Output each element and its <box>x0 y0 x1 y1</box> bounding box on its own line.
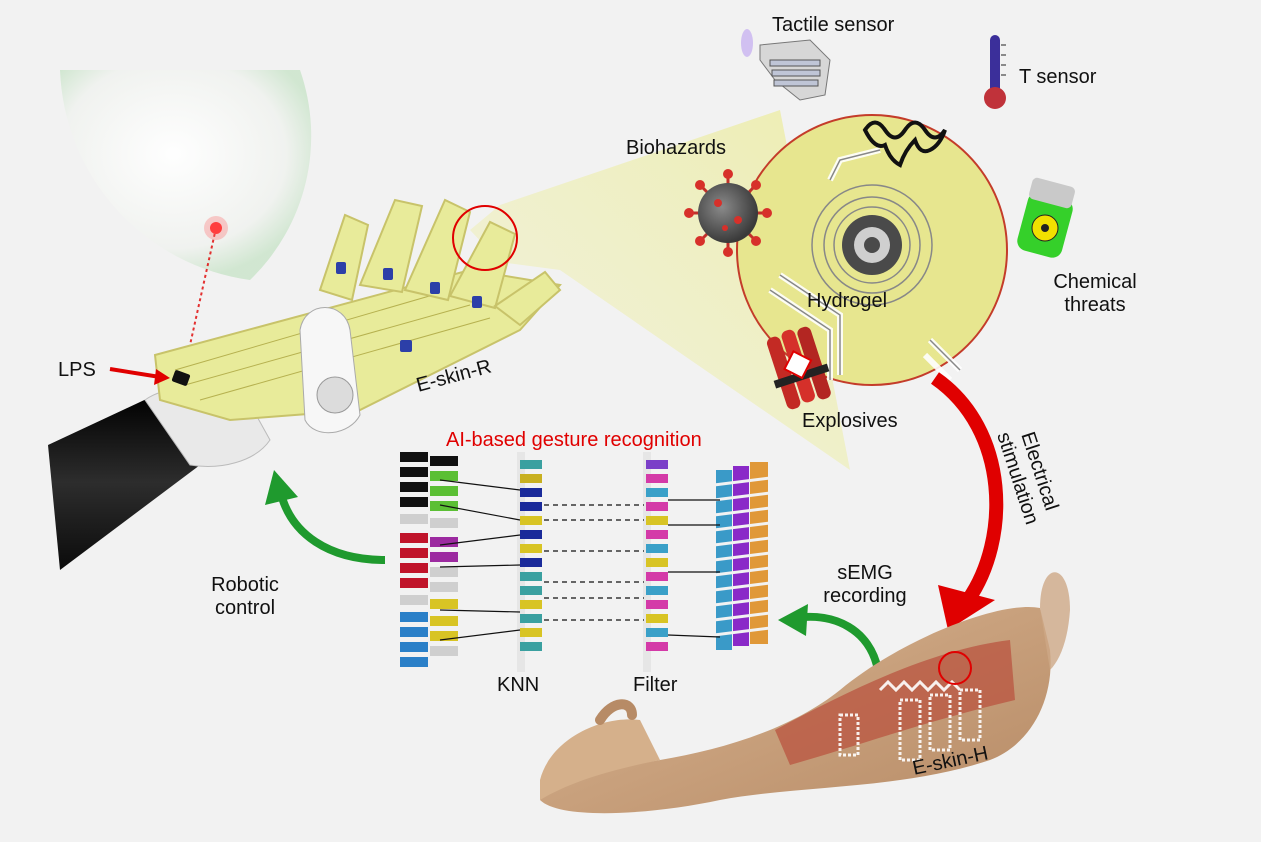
label-lps: LPS <box>58 359 96 381</box>
label-chemical-threats-line1: Chemical <box>1053 271 1137 293</box>
label-robotic-line2: control <box>214 597 276 619</box>
label-chemical-threats: Chemical threats <box>1040 271 1150 317</box>
robotic-control-arrow <box>276 489 386 564</box>
output-feature-stack <box>713 462 771 650</box>
label-ai-gesture-recognition: AI-based gesture recognition <box>446 429 702 451</box>
thermometer-icon <box>984 35 1006 109</box>
electrode-highlight-circle <box>938 651 972 685</box>
stack-connection-lines <box>439 479 721 641</box>
label-semg-recording: sEMG recording <box>805 562 925 608</box>
electrical-stimulation-arrow <box>930 372 1004 605</box>
label-knn: KNN <box>497 674 540 696</box>
label-t-sensor: T sensor <box>1019 66 1097 88</box>
label-chemical-threats-line2: threats <box>1064 294 1126 316</box>
knn-stack <box>517 452 542 672</box>
explosives-icon <box>766 326 831 410</box>
label-explosives: Explosives <box>802 410 898 432</box>
filter-stack <box>643 452 668 672</box>
label-robotic-line1: Robotic <box>211 574 279 596</box>
label-biohazards: Biohazards <box>626 137 727 159</box>
human-arm <box>540 572 1070 814</box>
e-skin-zoom-circle <box>736 114 1008 386</box>
lps-arrow <box>109 367 161 379</box>
chemical-bottle-icon <box>1017 177 1075 258</box>
robotic-arm <box>48 198 562 570</box>
e-skin-h-electrodes <box>838 679 982 762</box>
label-robotic-control: Robotic control <box>190 574 300 620</box>
label-semg-line1: sEMG <box>837 562 893 584</box>
semg-recording-arrow <box>794 612 882 671</box>
label-tactile-sensor: Tactile sensor <box>772 14 895 36</box>
biohazard-virus-icon <box>684 169 772 257</box>
fingertip-highlight-circle <box>452 205 518 271</box>
label-hydrogel: Hydrogel <box>807 290 888 312</box>
input-feature-stack <box>400 452 458 667</box>
tactile-sensor-robot-hand <box>741 29 831 101</box>
label-semg-line2: recording <box>823 585 907 607</box>
stack-dashed-links <box>544 504 644 621</box>
label-filter: Filter <box>633 674 678 696</box>
